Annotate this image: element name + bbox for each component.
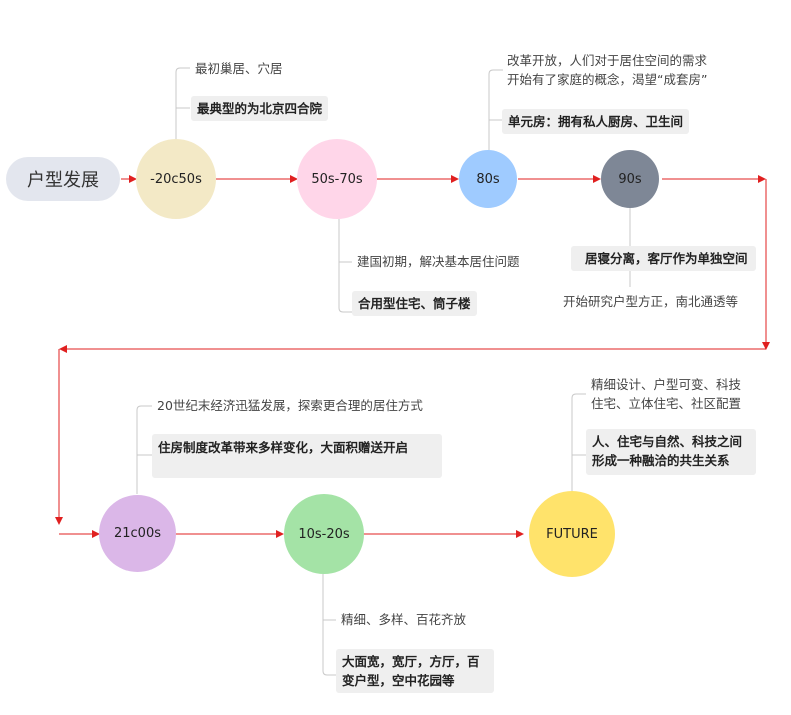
branch-80s xyxy=(488,69,503,150)
note-90s: 开始研究户型方正，南北通透等 xyxy=(563,294,739,309)
highlight-future-line2: 形成一种融洽的共生关系 xyxy=(592,453,730,468)
node-10s20s: 10s-20s xyxy=(284,494,364,574)
node-50s70s: 50s-70s xyxy=(297,139,377,219)
highlight-21c00s: 住房制度改革带来多样变化，大面积赠送开启 xyxy=(152,434,442,478)
highlight-future: 人、住宅与自然、科技之间 形成一种融洽的共生关系 xyxy=(586,429,756,475)
node-20c50s: -20c50s xyxy=(136,139,216,219)
note-future-line2: 住宅、立体住宅、社区配置 xyxy=(591,396,742,411)
note-future-line1: 精细设计、户型可变、科技 xyxy=(591,377,742,392)
branch-21c00s xyxy=(136,405,152,494)
branch-10s20s xyxy=(322,574,336,676)
node-21c00s: 21c00s xyxy=(99,495,176,572)
diagram-title: 户型发展 xyxy=(6,157,120,201)
node-future: FUTURE xyxy=(529,491,615,577)
note-20c50s: 最初巢居、穴居 xyxy=(195,61,283,76)
node-90s: 90s xyxy=(601,150,659,208)
note-21c00s: 20世纪末经济迅猛发展，探索更合理的居住方式 xyxy=(157,398,423,413)
highlight-10s20s-line2: 变户型，空中花园等 xyxy=(342,673,455,688)
branch-future xyxy=(571,393,586,494)
note-50s70s: 建国初期，解决基本居住问题 xyxy=(357,254,520,269)
highlight-10s20s-line1: 大面宽，宽厅，方厅，百 xyxy=(342,654,480,669)
note-80s-line1: 改革开放，人们对于居住空间的需求 xyxy=(507,53,708,68)
highlight-90s: 居寝分离，客厅作为单独空间 xyxy=(571,246,756,271)
highlight-50s70s: 合用型住宅、筒子楼 xyxy=(352,291,477,316)
note-10s20s: 精细、多样、百花齐放 xyxy=(341,612,467,627)
highlight-future-line1: 人、住宅与自然、科技之间 xyxy=(592,434,743,449)
note-80s-line2: 开始有了家庭的概念，渴望“成套房” xyxy=(507,72,708,87)
highlight-80s: 单元房：拥有私人厨房、卫生间 xyxy=(502,109,690,134)
branch-20c50s xyxy=(175,67,190,140)
highlight-20c50s: 最典型的为北京四合院 xyxy=(191,96,329,121)
highlight-10s20s: 大面宽，宽厅，方厅，百 变户型，空中花园等 xyxy=(336,649,494,693)
branch-50s70s xyxy=(338,219,352,313)
node-80s: 80s xyxy=(459,150,517,208)
